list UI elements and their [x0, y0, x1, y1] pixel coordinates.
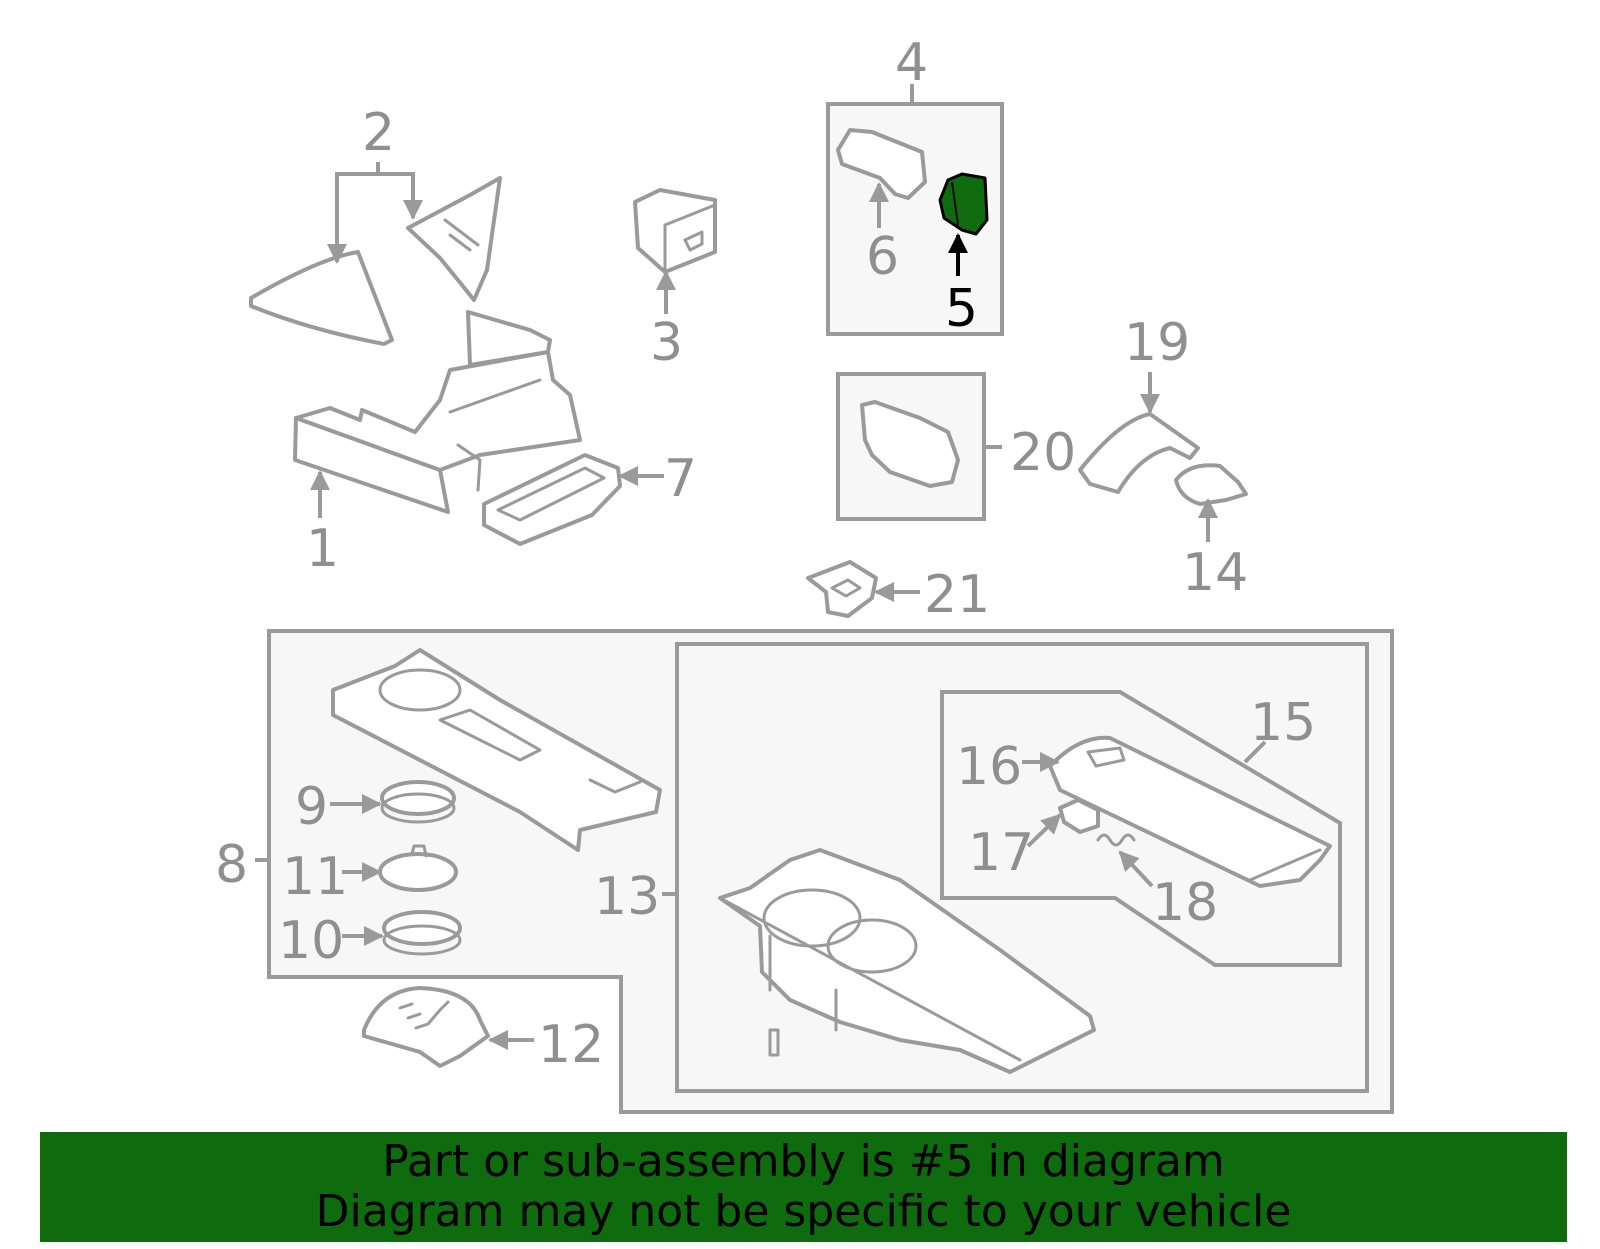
callout-1: 1 — [306, 519, 339, 579]
callout-17: 17 — [968, 823, 1034, 883]
callout-7: 7 — [664, 449, 697, 509]
leader-2b — [378, 172, 423, 220]
callout-3: 3 — [650, 313, 683, 373]
callout-2: 2 — [362, 103, 395, 163]
part-10-ring[interactable] — [382, 910, 462, 956]
leader-2 — [327, 162, 380, 264]
part-12-shift-plate[interactable] — [362, 986, 490, 1068]
leader-18 — [1118, 850, 1154, 888]
callout-8: 8 — [215, 835, 248, 895]
callout-19: 19 — [1124, 313, 1190, 373]
part-5-selected[interactable] — [938, 172, 989, 236]
part-20-cover[interactable] — [860, 400, 960, 488]
part-17-latch[interactable] — [1058, 798, 1100, 834]
part-7-trim-plate[interactable] — [482, 453, 622, 546]
leader-17 — [1026, 813, 1062, 848]
callout-16: 16 — [956, 737, 1022, 797]
callout-18: 18 — [1152, 873, 1218, 933]
leader-15 — [1243, 740, 1267, 764]
part-13-console-base[interactable] — [718, 848, 1096, 1074]
part-3-switch[interactable] — [633, 188, 717, 274]
banner-line-1: Part or sub-assembly is #5 in diagram — [382, 1136, 1225, 1187]
callout-5: 5 — [945, 279, 978, 339]
part-1-console-housing[interactable] — [293, 310, 582, 514]
part-15-armrest-lid[interactable] — [1048, 735, 1332, 888]
part-9-ring[interactable] — [380, 780, 456, 824]
callout-20: 20 — [1010, 423, 1076, 483]
info-banner: Part or sub-assembly is #5 in diagram Di… — [40, 1132, 1567, 1242]
part-18-spring[interactable] — [1096, 833, 1136, 847]
callout-21: 21 — [924, 565, 990, 625]
banner-line-2: Diagram may not be specific to your vehi… — [315, 1186, 1292, 1237]
callout-14: 14 — [1182, 543, 1248, 603]
callout-15: 15 — [1250, 693, 1316, 753]
callout-13: 13 — [594, 867, 660, 927]
callout-4: 4 — [895, 33, 928, 93]
part-8-upper-trim[interactable] — [331, 648, 662, 852]
part-19-lid[interactable] — [1078, 412, 1200, 494]
callout-12: 12 — [538, 1015, 604, 1075]
callout-11: 11 — [282, 847, 348, 907]
callout-10: 10 — [278, 911, 344, 971]
part-21-clip[interactable] — [806, 560, 878, 618]
callout-6: 6 — [866, 227, 899, 287]
callout-9: 9 — [295, 777, 328, 837]
part-2-trim-panels[interactable] — [249, 176, 502, 346]
part-14-seal[interactable] — [1174, 463, 1248, 506]
part-6-bracket[interactable] — [836, 128, 927, 200]
